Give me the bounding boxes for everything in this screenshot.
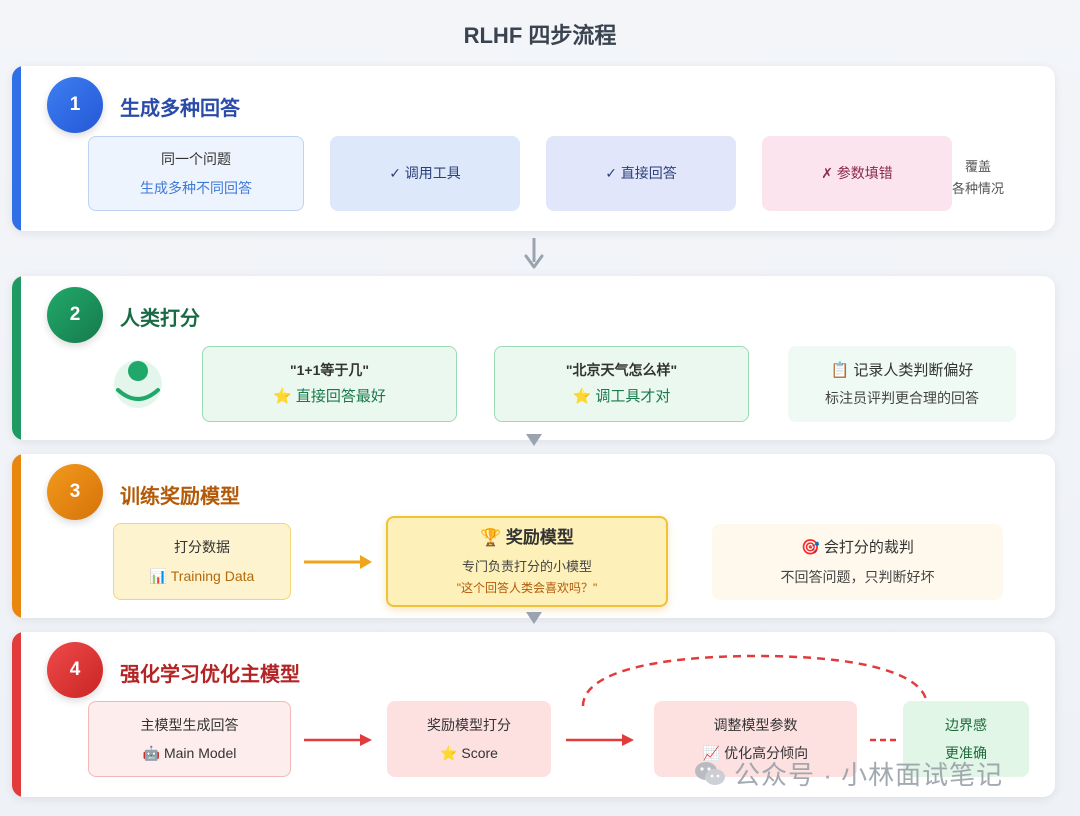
- step-1-number-badge: 1: [47, 77, 103, 133]
- dashed-arrow-right: [870, 738, 900, 742]
- box-line1: 奖励模型打分: [427, 716, 511, 733]
- step-1-card: 1 生成多种回答 同一个问题 生成多种不同回答 ✓ 调用工具 ✓ 直接回答 ✗ …: [12, 66, 1055, 231]
- step-1-accent-bar: [12, 66, 21, 231]
- step-4-box-boundary: 边界感 更准确: [903, 701, 1029, 777]
- step-1-box-direct-answer: ✓ 直接回答: [546, 136, 736, 211]
- step-4-number-badge: 4: [47, 642, 103, 698]
- step-3-box-score-data: 打分数据 📊 Training Data: [113, 523, 291, 600]
- box-line1: 调整模型参数: [713, 716, 798, 733]
- step-2-number-badge: 2: [47, 287, 103, 343]
- step-3-title: 训练奖励模型: [120, 486, 240, 508]
- step-1-title: 生成多种回答: [120, 98, 240, 120]
- box-line2: 📊 Training Data: [149, 567, 255, 584]
- step-4-box-reward-score: 奖励模型打分 ⭐ Score: [387, 701, 551, 777]
- step-3-box-reward-model: 🏆 奖励模型 专门负责打分的小模型 "这个回答人类会喜欢吗？": [386, 516, 668, 607]
- watermark: 公众号 · 小林面试笔记: [694, 755, 1003, 792]
- box-line2: 标注员评判更合理的回答: [825, 389, 979, 406]
- down-arrow-2: [526, 434, 542, 446]
- box-line2: 专门负责打分的小模型: [461, 559, 592, 575]
- step-1-box-same-question: 同一个问题 生成多种不同回答: [88, 136, 304, 211]
- step-2-accent-bar: [12, 276, 21, 440]
- box-line2: 🤖 Main Model: [142, 745, 237, 761]
- box-label: ✗ 参数填错: [821, 165, 893, 182]
- box-line1: 同一个问题: [161, 151, 231, 168]
- step-4-box-adjust-params: 调整模型参数 📈 优化高分倾向: [654, 701, 857, 777]
- step-1-box-wrong-param: ✗ 参数填错: [762, 136, 952, 211]
- box-label: ✓ 调用工具: [389, 165, 461, 182]
- step-3-box-judge: 🎯 会打分的裁判 不回答问题，只判断好坏: [712, 524, 1003, 600]
- step-2-box-math-question: "1+1等于几" ⭐ 直接回答最好: [202, 346, 457, 422]
- box-line2: ⭐ Score: [440, 745, 498, 761]
- step-2-box-record-preference: 📋 记录人类判断偏好 标注员评判更合理的回答: [788, 346, 1016, 422]
- feedback-loop-arrow: [581, 654, 929, 707]
- step-3-card: 3 训练奖励模型 打分数据 📊 Training Data 🏆 奖励模型 专门负…: [12, 454, 1055, 618]
- side-note-line2: 各种情况: [951, 180, 1004, 196]
- step-2-card: 2 人类打分 "1+1等于几" ⭐ 直接回答最好 "北京天气怎么样" ⭐ 调工具…: [12, 276, 1055, 440]
- box-line3: "这个回答人类会喜欢吗？": [456, 581, 598, 596]
- step-1-side-note: 覆盖 各种情况: [948, 154, 1008, 198]
- box-line1: "北京天气怎么样": [565, 362, 678, 379]
- box-label: ✓ 直接回答: [605, 165, 677, 182]
- step-4-accent-bar: [12, 632, 21, 797]
- box-line2: 生成多种不同回答: [140, 179, 252, 196]
- watermark-text: 公众号 · 小林面试笔记: [734, 760, 1004, 790]
- page-title: RLHF 四步流程: [463, 23, 617, 48]
- box-line1: 🎯 会打分的裁判: [801, 539, 914, 557]
- step-3-number-badge: 3: [47, 464, 103, 520]
- box-line1: 📋 记录人类判断偏好: [830, 362, 974, 380]
- box-line2: 📈 优化高分倾向: [702, 745, 809, 761]
- step-1-box-call-tool: ✓ 调用工具: [330, 136, 520, 211]
- arrow-right-icon: [304, 734, 372, 746]
- box-line1: "1+1等于几": [289, 362, 370, 379]
- box-line2: 不回答问题，只判断好坏: [780, 568, 935, 585]
- arrow-right-icon: [304, 555, 372, 569]
- box-line1: 🏆 奖励模型: [480, 527, 574, 547]
- box-line1: 主模型生成回答: [140, 716, 239, 733]
- side-note-line1: 覆盖: [964, 158, 991, 174]
- down-arrow-3: [526, 612, 542, 624]
- box-line1: 打分数据: [174, 539, 230, 556]
- step-4-card: 4 强化学习优化主模型 主模型生成回答 🤖 Main Model 奖励模型打分 …: [12, 632, 1055, 797]
- step-4-box-main-model: 主模型生成回答 🤖 Main Model: [88, 701, 291, 777]
- step-3-accent-bar: [12, 454, 21, 618]
- box-line2: ⭐ 直接回答最好: [273, 388, 386, 406]
- box-line1: 边界感: [945, 716, 987, 733]
- box-line2: ⭐ 调工具才对: [572, 388, 671, 406]
- step-4-title: 强化学习优化主模型: [120, 664, 300, 686]
- step-2-box-weather-question: "北京天气怎么样" ⭐ 调工具才对: [494, 346, 749, 422]
- box-line2: 更准确: [945, 745, 987, 761]
- down-arrow-1: [524, 238, 544, 269]
- wechat-icon: [695, 761, 725, 785]
- arrow-right-icon: [566, 734, 634, 746]
- person-icon: [114, 360, 162, 408]
- step-2-title: 人类打分: [120, 308, 200, 330]
